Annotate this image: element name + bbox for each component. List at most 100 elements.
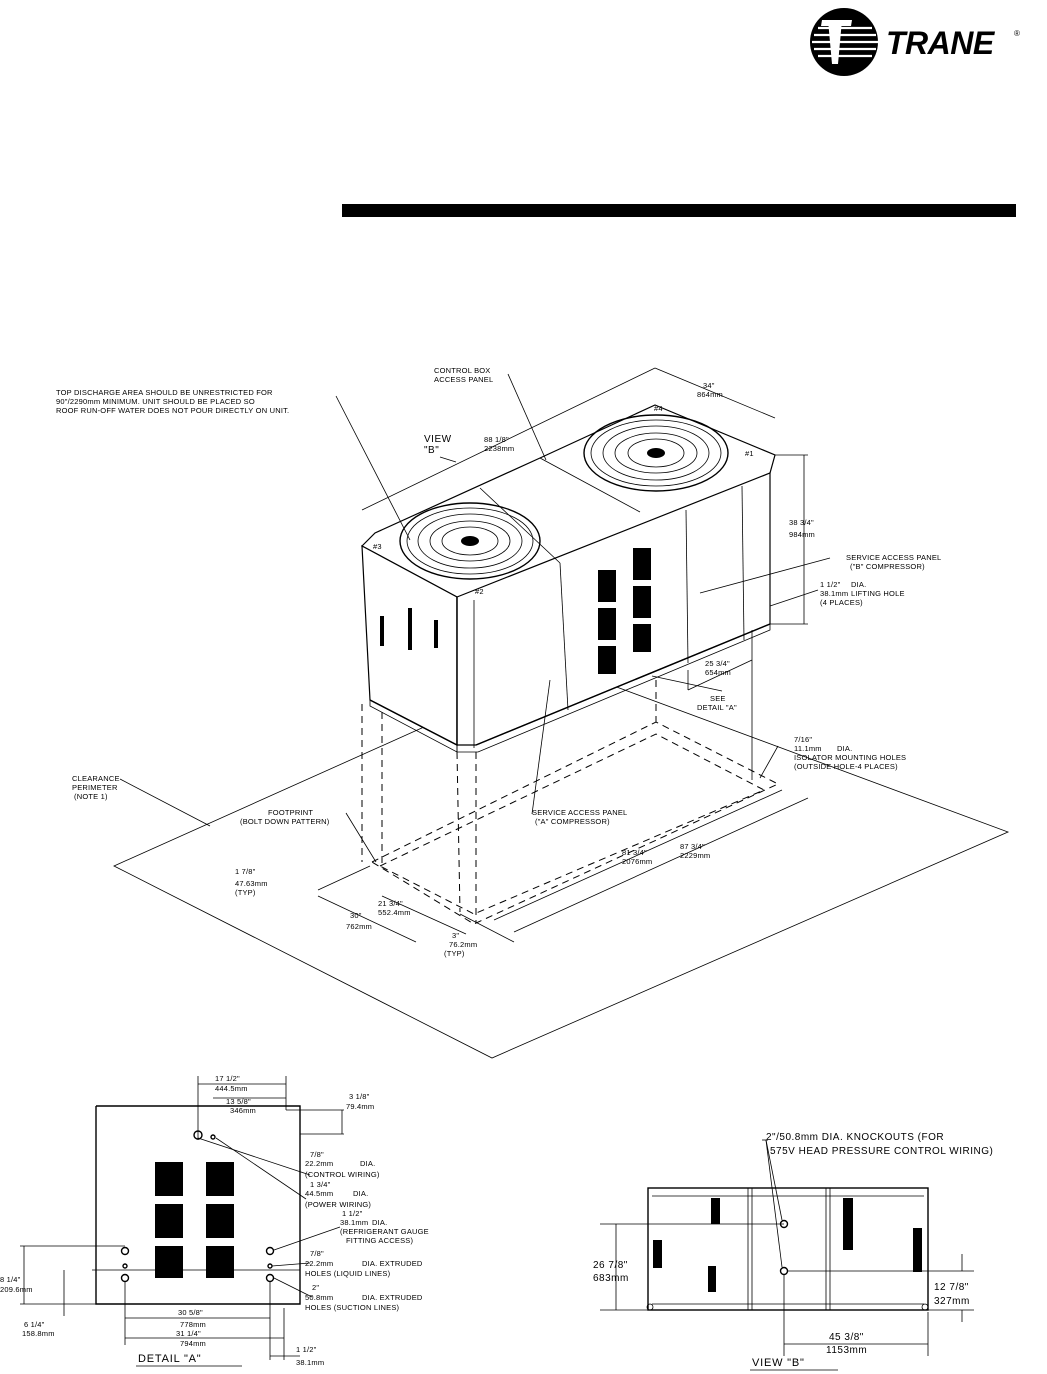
detail-a-d614-in: 6 1/4" (24, 1320, 45, 1329)
dim-width-in: 34" (703, 381, 715, 390)
dim-30-mm: 762mm (346, 922, 372, 931)
detail-a-d814-in: 8 1/4" (0, 1275, 21, 1284)
detail-a-holes (120, 1130, 275, 1283)
view-b-d26-in: 26 7/8" (593, 1260, 628, 1271)
detail-a-d78-in: 7/8" (310, 1150, 324, 1159)
detail-a-d78-mm: 22.2mm (305, 1159, 333, 1168)
dim-30-in: 30" (350, 911, 362, 920)
view-b-louvers (653, 1198, 922, 1292)
detail-a-d1b-mm: 38.1mm (296, 1358, 324, 1367)
dim-21-mm: 552.4mm (378, 908, 411, 917)
isolator-mm: 11.1mm (794, 744, 822, 753)
dim-81-mm: 2076mm (622, 857, 652, 866)
detail-a-d30-mm: 778mm (180, 1320, 206, 1329)
detail-a-d112-dia: DIA. (372, 1218, 387, 1227)
view-b-d26-mm: 683mm (593, 1273, 629, 1284)
detail-a-louvers (155, 1162, 234, 1278)
dim-1-7-8-mm: 47.63mm (235, 879, 268, 888)
corner-mark-3: #3 (373, 542, 382, 551)
dim-height-mm: 984mm (789, 530, 815, 539)
detail-a-title: DETAIL "A" (138, 1353, 202, 1365)
dim-height-in: 38 3/4" (789, 518, 814, 527)
see-detail-2: DETAIL "A" (697, 703, 737, 712)
footprint-projection (361, 630, 780, 925)
trane-logo: TRANE ® (808, 6, 1038, 78)
detail-a-d31-mm: 794mm (180, 1339, 206, 1348)
detail-a-dimension-lines (20, 1076, 344, 1360)
view-b-callout-2: "B" (424, 445, 439, 456)
service-a-label-2: ("A" COMPRESSOR) (535, 817, 610, 826)
dim-3-in: 3" (452, 931, 459, 940)
view-b-d45-in: 45 3/8" (829, 1332, 864, 1343)
detail-a-d2-dia: DIA. EXTRUDED (362, 1293, 423, 1302)
service-a-label-1: SERVICE ACCESS PANEL (532, 808, 627, 817)
dim-25-in: 25 3/4" (705, 659, 730, 668)
isolator-in: 7/16" (794, 735, 812, 744)
view-b-d45-mm: 1153mm (826, 1345, 867, 1356)
view-b-elevation: 2"/50.8mm DIA. KNOCKOUTS (FOR 575V HEAD … (593, 1132, 993, 1371)
control-box-label-1: CONTROL BOX (434, 366, 491, 375)
dim-1-7-8-in: 1 7/8" (235, 867, 256, 876)
view-b-dimension-lines (600, 1139, 974, 1356)
view-b-d12-in: 12 7/8" (934, 1282, 969, 1293)
view-b-callout-1: VIEW (424, 434, 452, 445)
service-b-label-2: ("B" COMPRESSOR) (850, 562, 925, 571)
detail-a-d614-mm: 158.8mm (22, 1329, 55, 1338)
lifting-hole-mm: 38.1mm (820, 589, 848, 598)
detail-a-d3-mm: 79.4mm (346, 1102, 374, 1111)
clearance-label-3: (NOTE 1) (74, 792, 108, 801)
detail-a-d2-in: 2" (312, 1283, 319, 1292)
detail-a-d3-in: 3 1/8" (349, 1092, 370, 1101)
lifting-hole-places: (4 PLACES) (820, 598, 863, 607)
detail-a-d1b-in: 1 1/2" (296, 1345, 317, 1354)
see-detail-1: SEE (710, 694, 726, 703)
dim-87-in: 87 3/4" (680, 842, 705, 851)
corner-mark-2: #2 (475, 587, 484, 596)
dim-3-typ: (TYP) (444, 949, 465, 958)
dimension-lines (119, 367, 831, 943)
isometric-view: TOP DISCHARGE AREA SHOULD BE UNRESTRICTE… (56, 366, 1010, 1059)
louver-grilles (380, 548, 651, 674)
detail-a-d17-mm: 444.5mm (215, 1084, 248, 1093)
detail-a-d2-desc: HOLES (SUCTION LINES) (305, 1303, 400, 1312)
detail-a-d112-desc2: FITTING ACCESS) (346, 1236, 413, 1245)
detail-a-d112-mm: 38.1mm (340, 1218, 368, 1227)
lifting-hole-desc: LIFTING HOLE (851, 589, 905, 598)
detail-a-d13-mm: 346mm (230, 1106, 256, 1115)
footprint-label-1: FOOTPRINT (268, 808, 313, 817)
lifting-hole-in: 1 1/2" (820, 580, 841, 589)
isolator-places: (OUTSIDE HOLE-4 PLACES) (794, 762, 898, 771)
detail-a-d134-dia: DIA. (353, 1189, 368, 1198)
isolator-dia: DIA. (837, 744, 852, 753)
detail-a-d78b-mm: 22.2mm (305, 1259, 333, 1268)
detail-a-d31-in: 31 1/4" (176, 1329, 201, 1338)
clearance-label-1: CLEARANCE (72, 774, 120, 783)
corner-mark-1: #1 (745, 449, 754, 458)
lifting-hole-dia: DIA. (851, 580, 866, 589)
dim-length-mm: 2238mm (484, 444, 514, 453)
condenser-fan-2 (583, 414, 729, 492)
dim-length-in: 88 1/8" (484, 435, 509, 444)
detail-a-view: 17 1/2" 444.5mm 13 5/8" 346mm 3 1/8" 79.… (0, 1074, 429, 1367)
detail-a-d78b-dia: DIA. EXTRUDED (362, 1259, 423, 1268)
note-discharge-2: 90"/2290mm MINIMUM. UNIT SHOULD BE PLACE… (56, 397, 255, 406)
dim-21-in: 21 3/4" (378, 899, 403, 908)
detail-a-d78-dia: DIA. (360, 1159, 375, 1168)
detail-a-d2-mm: 50.8mm (305, 1293, 333, 1302)
view-b-title: VIEW "B" (752, 1357, 805, 1369)
detail-a-d814-mm: 209.6mm (0, 1285, 33, 1294)
note-discharge-1: TOP DISCHARGE AREA SHOULD BE UNRESTRICTE… (56, 388, 273, 397)
dim-87-mm: 2229mm (680, 851, 710, 860)
detail-a-d134-desc: (POWER WIRING) (305, 1200, 371, 1209)
brand-wordmark: TRANE (886, 25, 996, 61)
control-box-label-2: ACCESS PANEL (434, 375, 493, 384)
service-b-label-1: SERVICE ACCESS PANEL (846, 553, 941, 562)
detail-a-d112-desc1: (REFRIGERANT GAUGE (340, 1227, 429, 1236)
view-b-knockouts-1: 2"/50.8mm DIA. KNOCKOUTS (FOR (766, 1132, 944, 1143)
detail-a-d30-in: 30 5/8" (178, 1308, 203, 1317)
dim-81-in: 81 3/4" (622, 848, 647, 857)
detail-a-d78b-desc: HOLES (LIQUID LINES) (305, 1269, 391, 1278)
condenser-fan-1 (399, 502, 541, 580)
footprint-label-2: (BOLT DOWN PATTERN) (240, 817, 330, 826)
